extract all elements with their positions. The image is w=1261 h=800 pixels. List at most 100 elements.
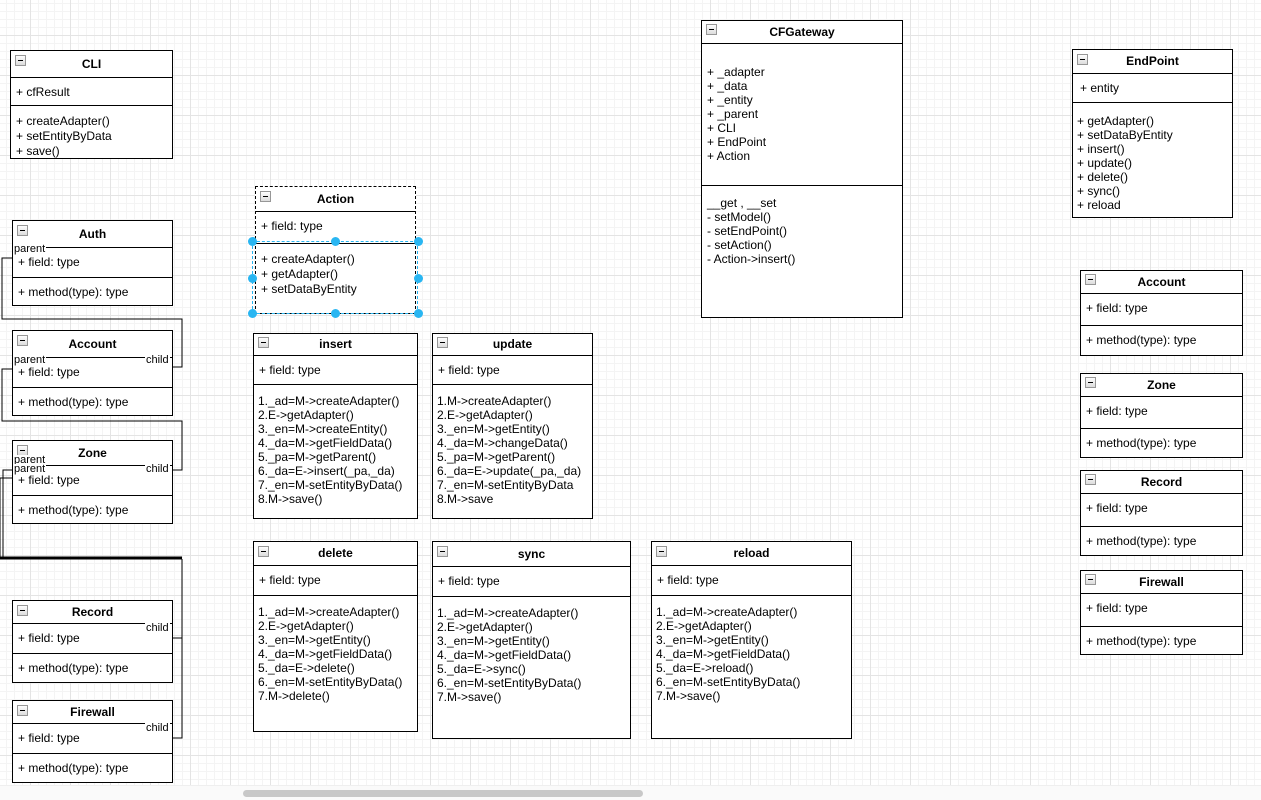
class-title: Account xyxy=(1137,275,1186,289)
collapse-icon[interactable] xyxy=(1085,574,1096,585)
method-line: 6._en=M-setEntityByData() xyxy=(656,675,801,689)
selection-handle-e[interactable] xyxy=(414,274,423,283)
selection-handle-ne[interactable] xyxy=(414,237,423,246)
class-title-row[interactable]: Zone xyxy=(1081,374,1242,396)
class-title-row[interactable]: Account xyxy=(13,331,172,357)
method-line: + method(type): type xyxy=(1086,333,1197,347)
methods-section: 1.M->createAdapter() 2.E->getAdapter() 3… xyxy=(433,384,592,518)
class-zone-left[interactable]: Zone + field: type + method(type): type xyxy=(12,440,173,524)
class-title: EndPoint xyxy=(1126,54,1179,68)
collapse-icon[interactable] xyxy=(17,225,28,236)
class-zone-right[interactable]: Zone + field: type + method(type): type xyxy=(1080,373,1243,458)
collapse-icon[interactable] xyxy=(706,24,717,35)
class-title-row[interactable]: Record xyxy=(13,601,172,623)
methods-section: + method(type): type xyxy=(13,495,172,523)
method-line: 8.M->save xyxy=(437,492,494,506)
class-title-row[interactable]: reload xyxy=(652,542,851,565)
selection-handle-se[interactable] xyxy=(414,309,423,318)
method-line: 4._da=M->getFieldData() xyxy=(437,648,572,662)
class-title-row[interactable]: EndPoint xyxy=(1073,50,1232,73)
attributes-section: + field: type xyxy=(254,565,417,595)
class-title-row[interactable]: Firewall xyxy=(13,701,172,723)
class-account-left[interactable]: Account + field: type + method(type): ty… xyxy=(12,330,173,416)
method-line: - Action->insert() xyxy=(707,252,796,266)
class-insert[interactable]: insert + field: type 1._ad=M->createAdap… xyxy=(253,333,418,519)
attribute-line: + field: type xyxy=(18,255,80,269)
method-line: - setModel() xyxy=(707,210,772,224)
class-title-row[interactable]: update xyxy=(433,334,592,355)
selection-handle-n[interactable] xyxy=(331,237,340,246)
methods-section: + method(type): type xyxy=(1081,526,1242,555)
attribute-line: + field: type xyxy=(1086,601,1148,615)
method-line: 3._en=M->getEntity() xyxy=(437,634,550,648)
collapse-icon[interactable] xyxy=(17,605,28,616)
collapse-icon[interactable] xyxy=(1085,377,1096,388)
class-cli[interactable]: CLI + cfResult + createAdapter() + setEn… xyxy=(10,50,173,159)
attributes-section: + field: type xyxy=(1081,293,1242,325)
class-action[interactable]: Action + field: type + createAdapter() +… xyxy=(255,186,416,314)
class-title-row[interactable]: Account xyxy=(1081,271,1242,293)
class-delete[interactable]: delete + field: type 1._ad=M->createAdap… xyxy=(253,541,418,732)
class-title-row[interactable]: delete xyxy=(254,542,417,565)
class-title: CLI xyxy=(81,57,102,71)
class-title-row[interactable]: Auth xyxy=(13,221,172,247)
class-title-row[interactable]: Record xyxy=(1081,471,1242,493)
class-record-right[interactable]: Record + field: type + method(type): typ… xyxy=(1080,470,1243,556)
edge-label-child: child xyxy=(145,622,170,634)
class-title-row[interactable]: CLI xyxy=(11,51,172,77)
selection-handle-sw[interactable] xyxy=(248,309,257,318)
collapse-icon[interactable] xyxy=(1077,54,1088,65)
class-record-left[interactable]: Record + field: type + method(type): typ… xyxy=(12,600,173,683)
class-firewall-left[interactable]: Firewall + field: type + method(type): t… xyxy=(12,700,173,783)
collapse-icon[interactable] xyxy=(258,337,269,348)
method-line: 2.E->getAdapter() xyxy=(437,408,533,422)
collapse-icon[interactable] xyxy=(17,335,28,346)
selection-handle-w[interactable] xyxy=(248,274,257,283)
horizontal-scrollbar-track[interactable] xyxy=(0,785,1261,800)
class-title-row[interactable]: sync xyxy=(433,542,630,566)
class-title: CFGateway xyxy=(769,25,835,39)
attribute-line: + field: type xyxy=(438,363,500,377)
collapse-icon[interactable] xyxy=(437,546,448,557)
class-cfgateway[interactable]: CFGateway + _adapter + _data + _entity +… xyxy=(701,20,903,318)
class-title: Record xyxy=(1140,475,1183,489)
class-title-row[interactable]: insert xyxy=(254,334,417,355)
method-line: + createAdapter() xyxy=(261,252,355,266)
attributes-section: + field: type xyxy=(13,723,172,753)
class-auth[interactable]: Auth + field: type + method(type): type xyxy=(12,220,173,306)
class-title-row[interactable]: Action xyxy=(256,187,415,212)
collapse-icon[interactable] xyxy=(258,546,269,557)
class-account-right[interactable]: Account + field: type + method(type): ty… xyxy=(1080,270,1243,356)
attribute-line: + Action xyxy=(707,149,751,163)
method-line: + update() xyxy=(1077,156,1133,170)
collapse-icon[interactable] xyxy=(17,705,28,716)
class-update[interactable]: update + field: type 1.M->createAdapter(… xyxy=(432,333,593,519)
collapse-icon[interactable] xyxy=(1085,274,1096,285)
method-line: 4._da=M->getFieldData() xyxy=(258,436,393,450)
methods-section: 1._ad=M->createAdapter() 2.E->getAdapter… xyxy=(433,596,630,738)
method-line: 5._da=E->reload() xyxy=(656,661,754,675)
horizontal-scrollbar-thumb[interactable] xyxy=(243,790,643,797)
method-line: + method(type): type xyxy=(18,661,129,675)
collapse-icon[interactable] xyxy=(260,191,271,202)
collapse-icon[interactable] xyxy=(1085,474,1096,485)
attribute-line: + CLI xyxy=(707,121,737,135)
methods-section[interactable]: + createAdapter() + getAdapter() + setDa… xyxy=(256,243,415,313)
class-firewall-right[interactable]: Firewall + field: type + method(type): t… xyxy=(1080,570,1243,655)
collapse-icon[interactable] xyxy=(656,546,667,557)
selection-handle-nw[interactable] xyxy=(248,237,257,246)
method-line: 1.M->createAdapter() xyxy=(437,394,552,408)
collapse-icon[interactable] xyxy=(437,337,448,348)
attribute-line: + _adapter xyxy=(707,65,765,79)
selection-handle-s[interactable] xyxy=(331,309,340,318)
method-line: + reload xyxy=(1077,198,1121,212)
class-reload[interactable]: reload + field: type 1._ad=M->createAdap… xyxy=(651,541,852,739)
class-title-row[interactable]: Firewall xyxy=(1081,571,1242,593)
attributes-section: + field: type xyxy=(433,355,592,384)
collapse-icon[interactable] xyxy=(15,55,26,66)
class-endpoint[interactable]: EndPoint + entity + getAdapter() + setDa… xyxy=(1072,49,1233,218)
class-sync[interactable]: sync + field: type 1._ad=M->createAdapte… xyxy=(432,541,631,739)
attributes-section: + field: type xyxy=(1081,396,1242,428)
class-title-row[interactable]: CFGateway xyxy=(702,21,902,43)
